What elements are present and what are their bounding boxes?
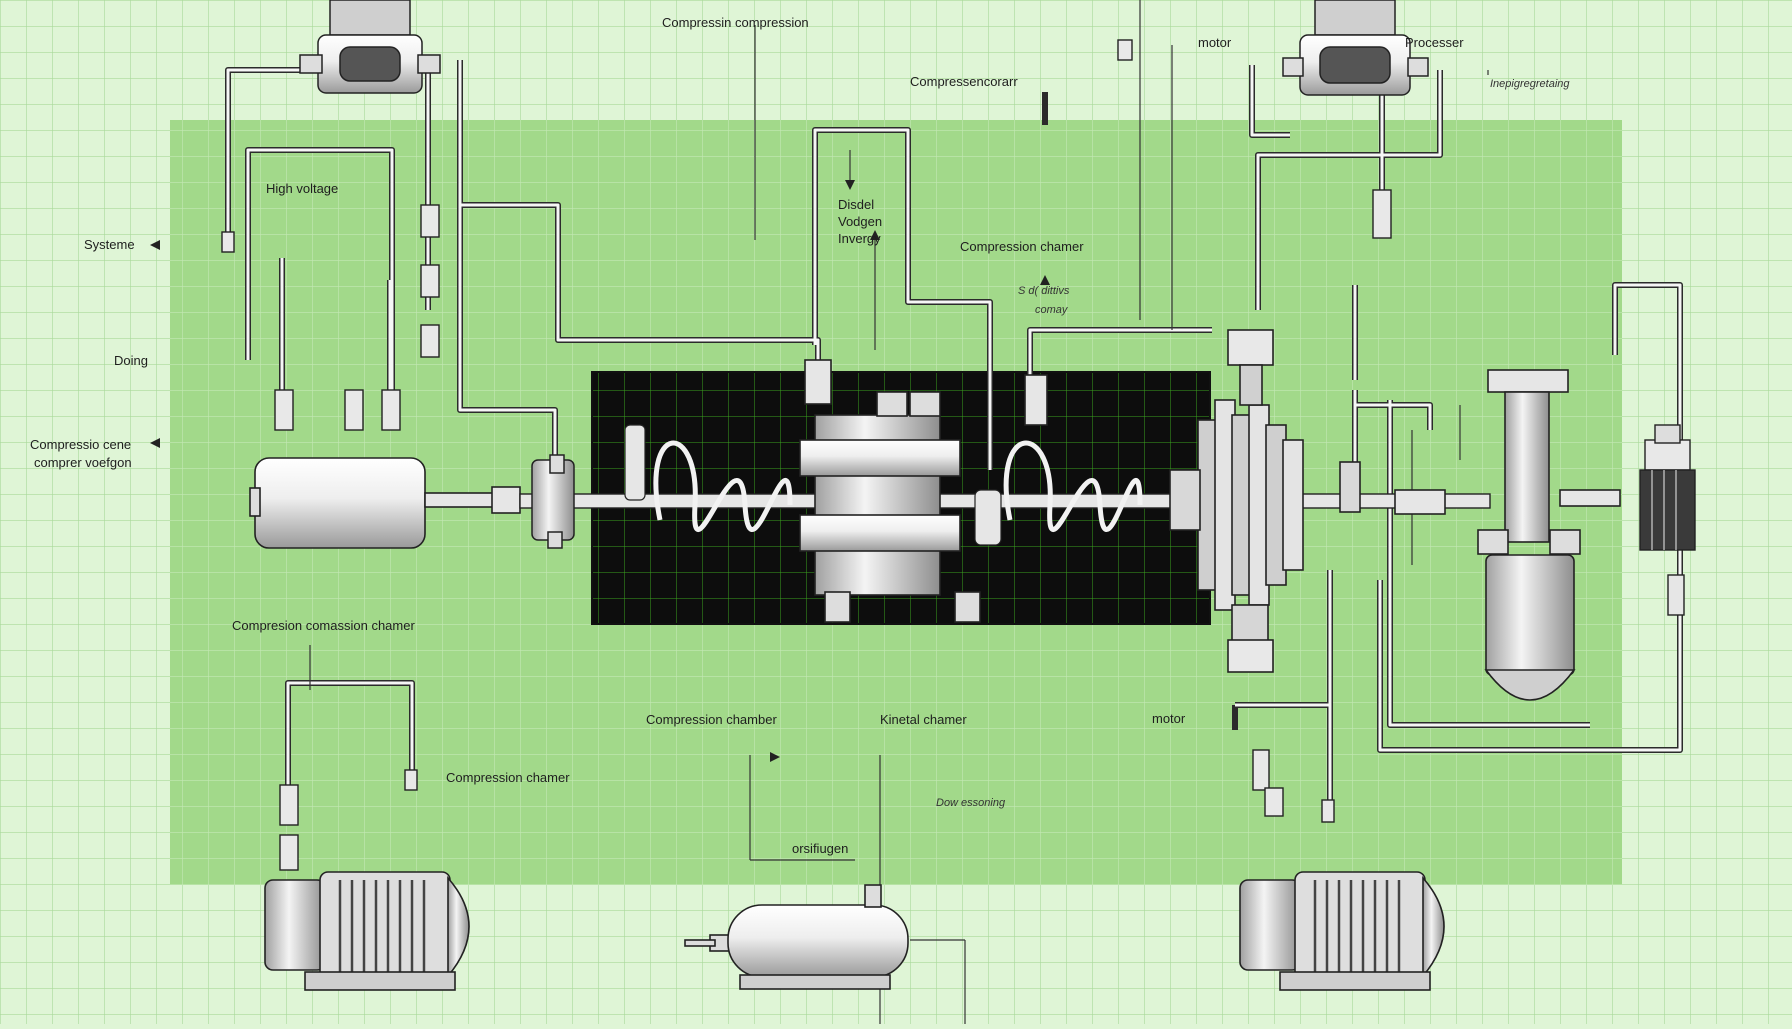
label-energy: Invergy bbox=[838, 231, 881, 246]
right-flywheel bbox=[1169, 329, 1446, 673]
bottom-right-motor bbox=[1239, 871, 1445, 991]
arrowheads bbox=[150, 180, 1050, 762]
label-outlet: orsifiugen bbox=[792, 841, 849, 856]
label-top-center: Compressin compression bbox=[662, 15, 809, 30]
right-valve-assembly bbox=[1477, 369, 1621, 701]
bottom-center-tank bbox=[684, 884, 909, 990]
label-small-b: comay bbox=[1035, 304, 1068, 316]
small-coils bbox=[624, 424, 1002, 546]
label-diesel: Disdel bbox=[838, 197, 875, 212]
label-comp-chamber-top: Compression chamer bbox=[960, 239, 1084, 254]
label-doing: Doing bbox=[114, 353, 148, 368]
label-top-processor: Processer bbox=[1405, 35, 1464, 50]
label-small-a: S d( dittivs bbox=[1018, 285, 1070, 297]
label-motor-small: motor bbox=[1152, 711, 1186, 726]
right-spring bbox=[1003, 440, 1143, 533]
leader-lines bbox=[309, 0, 1489, 1024]
bottom-left-motor bbox=[264, 871, 470, 991]
top-left-clamp bbox=[299, 0, 441, 94]
left-tank bbox=[249, 457, 521, 549]
label-voltage: Vodgen bbox=[838, 214, 883, 229]
label-comp-left-mid: Compresion comassion chamer bbox=[232, 618, 415, 633]
label-comp-left-2: comprer voefgon bbox=[34, 455, 132, 470]
left-flange bbox=[531, 454, 575, 549]
valve-fittings bbox=[221, 39, 1392, 871]
center-motor-block bbox=[799, 359, 1048, 623]
label-comp-chamber-lower: Compression chamer bbox=[446, 770, 570, 785]
label-comp-center: Compressencorarr bbox=[910, 74, 1018, 89]
far-right-heatsink bbox=[1639, 424, 1696, 616]
top-right-clamp bbox=[1282, 0, 1429, 96]
label-dow-small: Dow essoning bbox=[936, 797, 1006, 809]
label-top-right-small: Inepigregretaing bbox=[1490, 78, 1570, 90]
label-comp-chamber-bottom: Compression chamber bbox=[646, 712, 777, 727]
label-top-motor: motor bbox=[1198, 35, 1232, 50]
label-system: Systeme bbox=[84, 237, 135, 252]
label-kinetic-chamber: Kinetal chamer bbox=[880, 712, 967, 727]
label-comp-left-1: Compressio cene bbox=[30, 437, 132, 452]
left-spring bbox=[653, 440, 793, 533]
label-high-voltage: High voltage bbox=[266, 181, 339, 196]
